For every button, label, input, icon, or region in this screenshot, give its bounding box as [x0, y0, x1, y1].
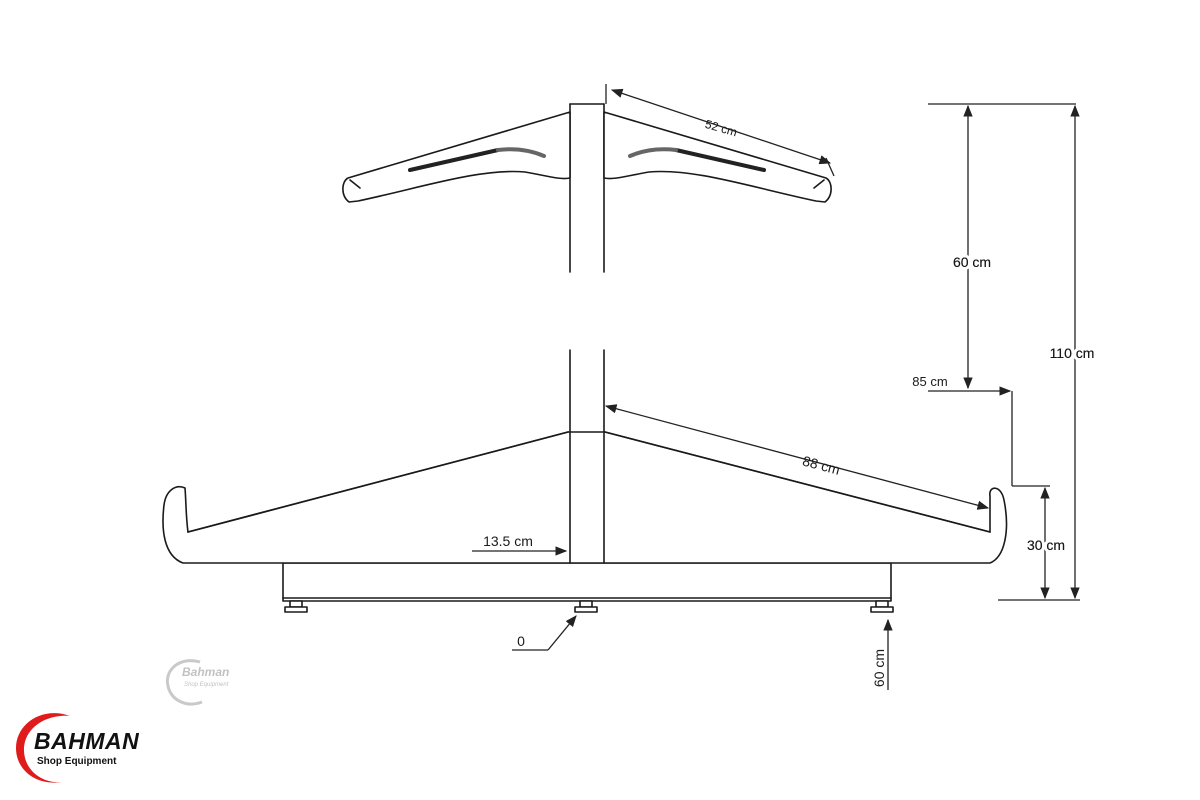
foot-right: [870, 600, 894, 613]
watermark-swoosh-icon: [165, 659, 203, 706]
foot-center: [574, 600, 598, 613]
swoosh-logo-icon: [16, 713, 70, 783]
dim-top-height: 60 cm 60 cm: [928, 103, 1076, 390]
leveling-feet: [284, 600, 894, 613]
dim-base-offset: 13.5 cm: [472, 533, 568, 556]
dim-foot-leader: 0: [512, 615, 577, 651]
svg-text:60 cm: 60 cm: [953, 254, 991, 270]
brand-tagline: Shop Equipment: [37, 756, 117, 767]
label-bottom-arm: 88 cm: [801, 453, 842, 478]
label-foot-height: 60 cm: [871, 649, 887, 687]
foot-left: [284, 600, 308, 613]
dim-bottom-height: 30 cm 30 cm: [1024, 486, 1068, 600]
svg-text:110 cm: 110 cm: [1050, 345, 1095, 361]
dim-foot-height: 60 cm: [871, 618, 893, 690]
brand-name: BAHMAN: [34, 728, 140, 754]
label-bottom-height: 30 cm: [1027, 537, 1065, 553]
watermark-logo: Bahman Shop Equipment: [160, 652, 260, 712]
label-base-offset: 13.5 cm: [483, 533, 533, 549]
label-total-height: 110 cm: [1050, 345, 1095, 361]
dim-step: 85 cm: [912, 374, 1050, 487]
base-plinth: [282, 562, 892, 602]
label-foot: 0: [517, 633, 525, 649]
watermark-tagline: Shop Equipment: [184, 682, 229, 688]
top-arm-left: [342, 111, 571, 203]
label-top-height: 60 cm: [953, 254, 991, 270]
label-step: 85 cm: [912, 374, 947, 389]
svg-text:30 cm: 30 cm: [1027, 537, 1065, 553]
brand-logo: BAHMAN Shop Equipment: [12, 708, 162, 788]
label-top-arm: 52 cm: [703, 117, 738, 139]
bottom-tray: [162, 431, 1008, 564]
dim-total-height: 110 cm 110 cm: [998, 104, 1097, 601]
watermark-name: Bahman: [182, 665, 230, 679]
